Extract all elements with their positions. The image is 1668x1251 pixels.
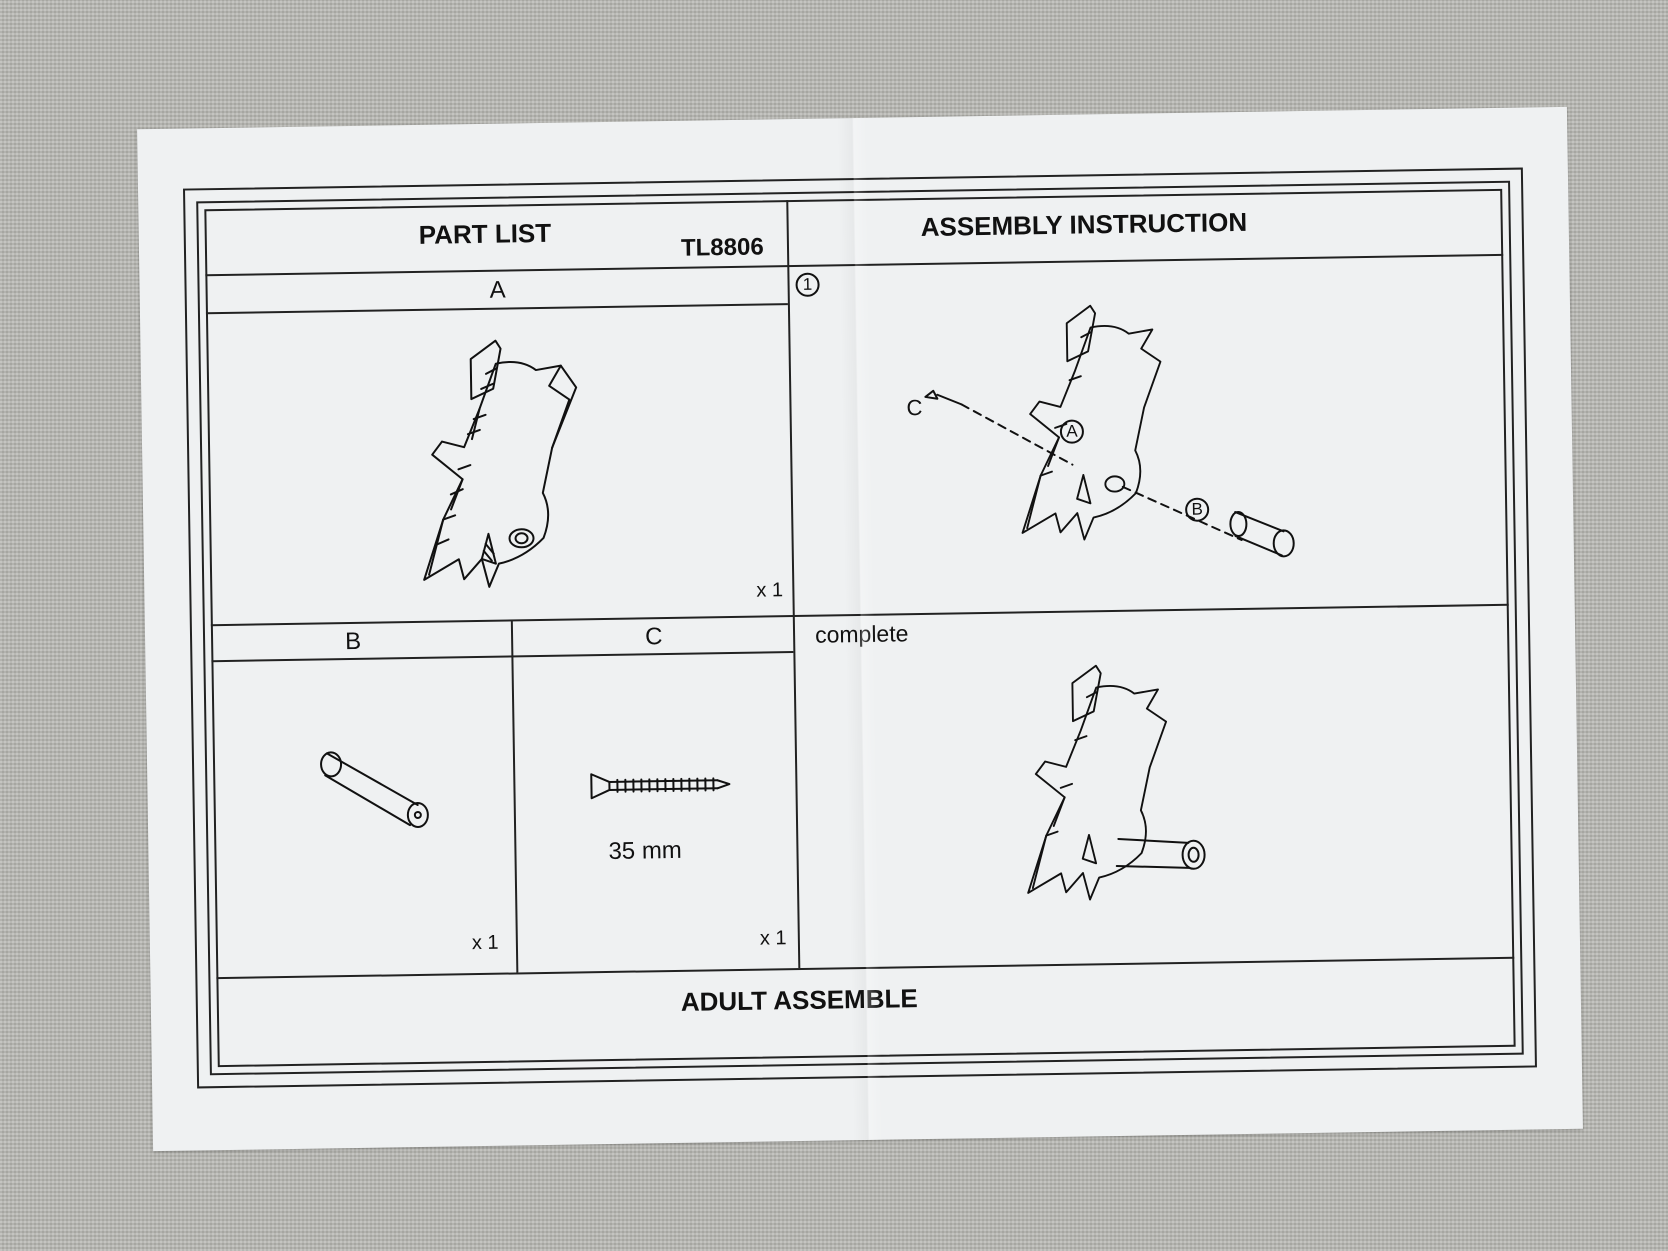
part-b-quantity: x 1 — [471, 931, 499, 955]
part-c-quantity: x 1 — [759, 927, 787, 950]
screw-part-c-illustration — [590, 773, 731, 800]
step-number: 1 — [795, 272, 820, 297]
callout-c-label: C — [906, 394, 923, 421]
model-number: TL8806 — [680, 233, 764, 262]
assembly-step-1-illustration — [924, 304, 1295, 558]
dowel-part-b-illustration — [320, 751, 429, 828]
part-c-label: C — [644, 623, 663, 651]
complete-label: complete — [814, 620, 909, 648]
instruction-sheet: PART LIST TL8806 ASSEMBLY INSTRUCTION A … — [137, 106, 1583, 1152]
part-b-label: B — [344, 627, 362, 656]
bird-part-a-illustration — [423, 339, 578, 588]
part-a-label: A — [489, 276, 506, 304]
assembly-title: ASSEMBLY INSTRUCTION — [920, 206, 1248, 242]
completed-bird-illustration — [1027, 664, 1206, 901]
screw-length: 35 mm — [608, 836, 683, 865]
footer-text: ADULT ASSEMBLE — [680, 983, 918, 1017]
step-number-badge: 1 — [795, 272, 820, 297]
part-list-title: PART LIST — [418, 217, 552, 250]
part-a-quantity: x 1 — [756, 579, 784, 602]
